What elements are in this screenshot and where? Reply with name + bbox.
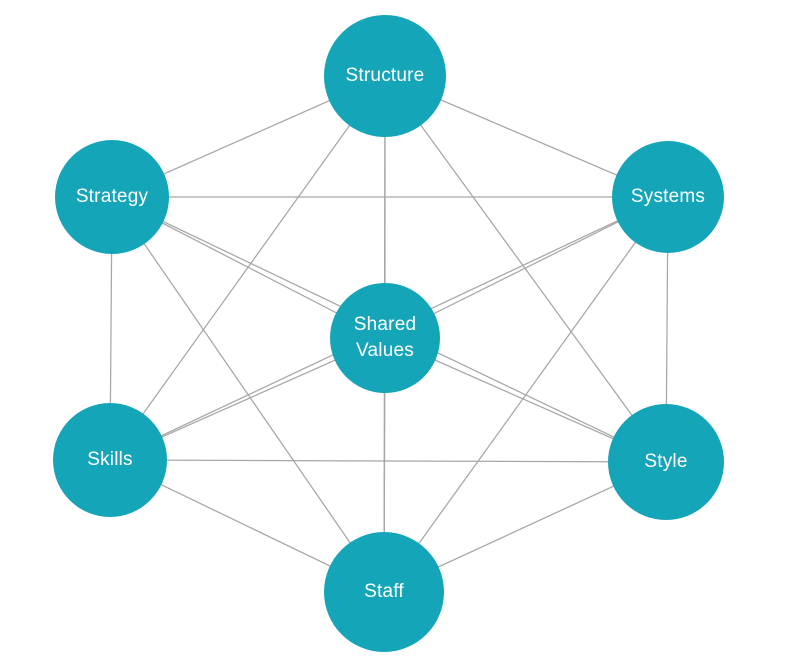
node-staff: Staff	[324, 532, 444, 652]
node-staff-label: Staff	[364, 580, 404, 602]
node-systems-label: Systems	[630, 185, 706, 207]
node-skills-label: Skills	[87, 448, 133, 470]
node-strategy-label: Strategy	[75, 185, 149, 207]
node-style: Style	[608, 404, 724, 520]
node-strategy: Strategy	[55, 140, 169, 254]
node-structure-label: Structure	[345, 64, 425, 86]
node-shared-values: Shared Values	[330, 283, 440, 393]
connector-line-skills-style	[109, 459, 667, 463]
connector-line-structure-skills	[109, 75, 386, 461]
connector-line-systems-staff	[383, 196, 669, 593]
connector-line-structure-style	[384, 75, 667, 463]
node-structure: Structure	[324, 15, 446, 137]
node-shared-values-label: Shared Values	[353, 313, 417, 361]
node-style-label: Style	[644, 450, 688, 472]
node-systems: Systems	[612, 141, 724, 253]
node-skills: Skills	[53, 403, 167, 517]
